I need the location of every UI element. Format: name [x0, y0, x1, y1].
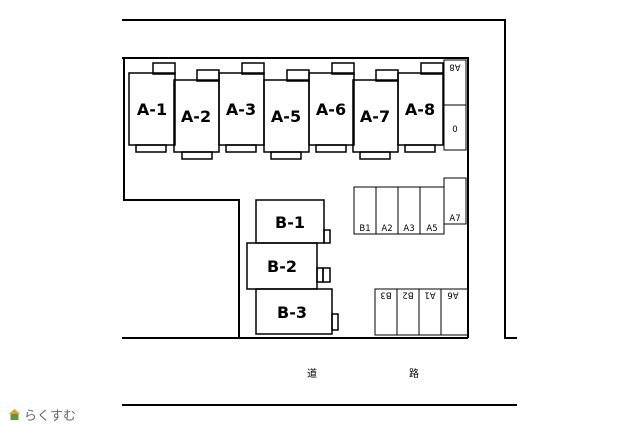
slot-label-a3: A3: [403, 224, 414, 234]
lot-outline: [122, 57, 469, 338]
slot-label-a5: A5: [426, 224, 437, 234]
slot-label-a2: A2: [381, 224, 392, 234]
slot-label-b3: B3: [380, 290, 391, 300]
slot-label-a7: A7: [449, 214, 460, 224]
unit-label-a-6: A-6: [316, 100, 346, 119]
house-logo-icon: [9, 409, 20, 420]
slot-label-b2: B2: [402, 290, 413, 300]
property-boundary: [122, 19, 517, 406]
brand-watermark: らくすむ: [8, 405, 76, 424]
building-a-8: A-8: [397, 62, 444, 153]
slot-label-a6: A6: [447, 290, 458, 300]
parking-upper-row: B1 A2 A3 A5 A7: [353, 177, 467, 235]
slot-label-0: 0: [452, 125, 457, 135]
parking-lower-row: B3 B2 A1 A6: [374, 288, 469, 336]
unit-label-a-7: A-7: [360, 107, 390, 126]
building-a-6: A-6: [308, 62, 355, 153]
unit-label-a-5: A-5: [271, 107, 301, 126]
unit-label-a-1: A-1: [137, 100, 167, 119]
slot-label-a8: A8: [449, 62, 460, 72]
building-a-5: A-5: [263, 69, 310, 160]
unit-label-a-2: A-2: [181, 107, 211, 126]
unit-label-b-3: B-3: [277, 303, 307, 322]
road-label-2: 路: [409, 367, 419, 380]
building-b-2: B-2: [246, 242, 331, 290]
building-a-2: A-2: [173, 69, 220, 160]
unit-label-b-2: B-2: [267, 257, 297, 276]
building-a-7: A-7: [352, 69, 399, 160]
slot-label-b1: B1: [359, 224, 370, 234]
brand-name: らくすむ: [24, 409, 77, 424]
building-a-3: A-3: [218, 62, 265, 153]
building-b-1: B-1: [255, 199, 331, 244]
parking-top-right: A8 0: [443, 59, 467, 151]
road-label-1: 道: [307, 367, 317, 380]
unit-label-b-1: B-1: [275, 213, 305, 232]
building-b-3: B-3: [255, 288, 339, 335]
slot-label-a1: A1: [424, 290, 435, 300]
building-a-1: A-1: [128, 62, 176, 153]
unit-label-a-3: A-3: [226, 100, 256, 119]
unit-label-a-8: A-8: [405, 100, 435, 119]
